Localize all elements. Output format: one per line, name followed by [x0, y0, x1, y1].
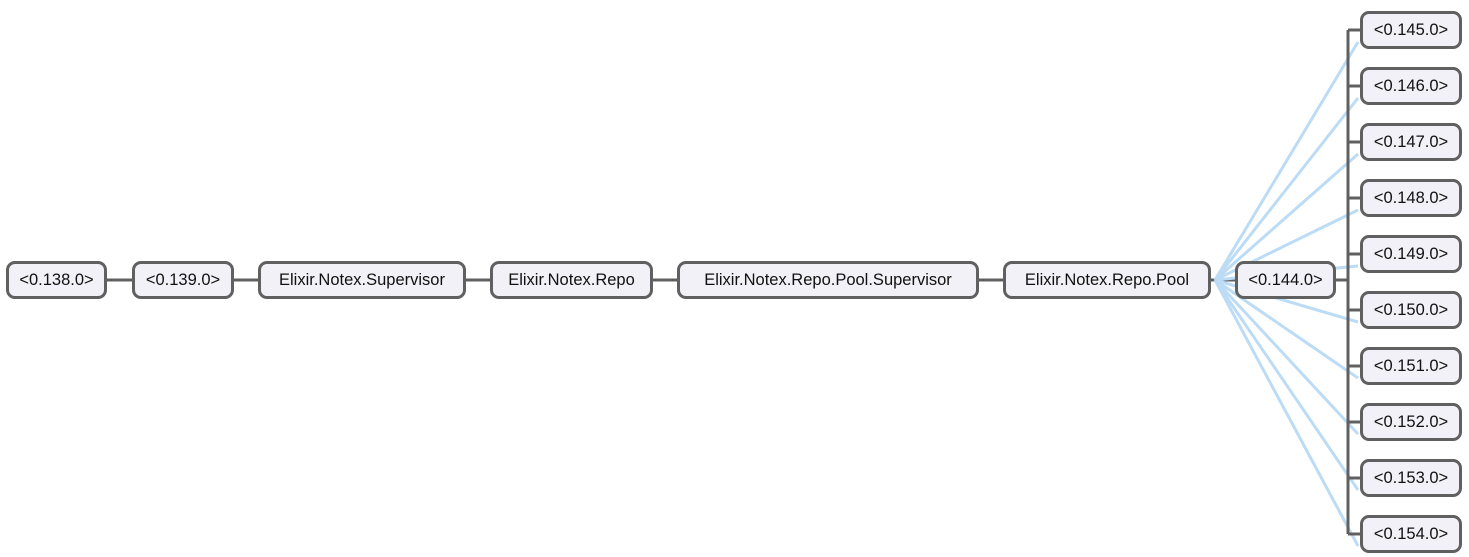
process-node-0-144-0[interactable]: <0.144.0>: [1235, 261, 1336, 299]
process-node-0-150-0[interactable]: <0.150.0>: [1360, 291, 1462, 329]
process-node-0-139-0[interactable]: <0.139.0>: [132, 261, 234, 299]
process-node-0-151-0[interactable]: <0.151.0>: [1360, 347, 1462, 385]
pool-link: [1213, 41, 1360, 281]
pool-link: [1213, 279, 1360, 547]
process-node-0-149-0[interactable]: <0.149.0>: [1360, 235, 1462, 273]
process-node-0-147-0[interactable]: <0.147.0>: [1360, 123, 1462, 161]
pool-link: [1214, 152, 1359, 282]
process-node-notex-repo-pool[interactable]: Elixir.Notex.Repo.Pool: [1003, 261, 1211, 299]
process-node-0-152-0[interactable]: <0.152.0>: [1360, 403, 1462, 441]
process-node-0-146-0[interactable]: <0.146.0>: [1360, 67, 1462, 105]
process-node-notex-repo-pool-supervisor[interactable]: Elixir.Notex.Repo.Pool.Supervisor: [677, 261, 979, 299]
pool-link: [1213, 279, 1360, 491]
process-node-0-153-0[interactable]: <0.153.0>: [1360, 459, 1462, 497]
process-node-notex-repo[interactable]: Elixir.Notex.Repo: [490, 261, 653, 299]
process-node-0-138-0[interactable]: <0.138.0>: [6, 261, 107, 299]
process-node-notex-supervisor[interactable]: Elixir.Notex.Supervisor: [258, 261, 466, 299]
pool-link: [1213, 97, 1360, 281]
process-node-0-145-0[interactable]: <0.145.0>: [1360, 11, 1462, 49]
process-node-0-154-0[interactable]: <0.154.0>: [1360, 515, 1462, 553]
process-node-0-148-0[interactable]: <0.148.0>: [1360, 179, 1462, 217]
pool-link: [1213, 278, 1360, 436]
